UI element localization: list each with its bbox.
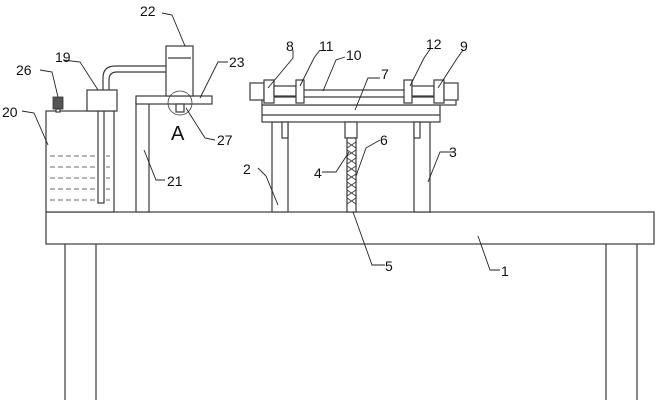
right-clamp-handle [443, 82, 459, 101]
label-27: 27 [217, 132, 233, 148]
left-clamp-handle [249, 82, 265, 101]
label-19: 19 [55, 49, 71, 65]
leader-27 [185, 107, 216, 141]
label-6: 6 [380, 132, 388, 148]
nozzle-tip [175, 103, 185, 113]
leader-lines [21, 12, 500, 271]
detail-circle-a [167, 90, 193, 116]
pump-assembly [86, 65, 168, 112]
screw-nut [344, 121, 358, 139]
leader-26 [39, 69, 59, 98]
leader-7 [354, 77, 380, 111]
label-23: 23 [229, 54, 245, 70]
left-clamp-block [263, 79, 275, 104]
part-labels: 1 2 3 4 5 6 7 8 9 10 11 12 19 20 21 22 2… [2, 3, 509, 279]
leader-1 [477, 235, 500, 271]
label-4: 4 [314, 165, 322, 181]
label-21: 21 [167, 173, 183, 189]
leader-5 [352, 211, 385, 266]
lifting-plate [261, 104, 441, 123]
nozzle-body [165, 45, 194, 97]
clamp-assembly [249, 79, 459, 106]
right-clamp-block [433, 79, 445, 104]
tank-inlet-neck [55, 108, 61, 113]
water-pipe-outer [102, 65, 168, 90]
label-12: 12 [426, 36, 442, 52]
tank-inlet-cap [52, 96, 64, 110]
leader-10 [322, 56, 346, 92]
lead-screw-thread-back [346, 141, 357, 205]
table [45, 211, 655, 400]
pump-body [86, 89, 118, 112]
left-clamp-jaw [295, 79, 305, 104]
suction-tube [97, 110, 105, 204]
leader-20 [21, 110, 49, 146]
leader-6 [355, 139, 381, 177]
label-20: 20 [2, 104, 18, 120]
water-pipe-inner [108, 71, 168, 90]
label-11: 11 [319, 38, 334, 54]
label-2: 2 [243, 161, 251, 177]
label-1: 1 [501, 263, 509, 279]
label-10: 10 [346, 47, 362, 63]
leader-21 [143, 149, 165, 181]
leader-8 [267, 50, 294, 89]
right-guide-block [413, 121, 421, 139]
label-detail-a: A [171, 123, 185, 145]
left-guide-block [281, 121, 289, 139]
left-clamp-screw [273, 85, 297, 97]
label-8: 8 [286, 38, 294, 54]
label-9: 9 [460, 38, 468, 54]
label-3: 3 [449, 144, 457, 160]
leader-19 [62, 59, 99, 91]
right-clamp-screw [411, 85, 435, 97]
leader-2 [257, 167, 279, 206]
support-post [135, 99, 150, 213]
table-top [45, 211, 655, 245]
nozzle-support [135, 45, 213, 213]
water-tank [45, 96, 115, 213]
leader-11 [299, 49, 321, 87]
leader-9 [437, 49, 464, 89]
label-26: 26 [16, 62, 32, 78]
leader-12 [409, 47, 432, 87]
leader-23 [199, 61, 228, 99]
leader-4 [322, 151, 350, 173]
leader-22 [161, 12, 186, 47]
lifting-frame [261, 104, 441, 213]
label-22: 22 [140, 3, 156, 19]
leader-3 [427, 151, 452, 183]
label-7: 7 [381, 66, 389, 82]
label-5: 5 [385, 258, 393, 274]
